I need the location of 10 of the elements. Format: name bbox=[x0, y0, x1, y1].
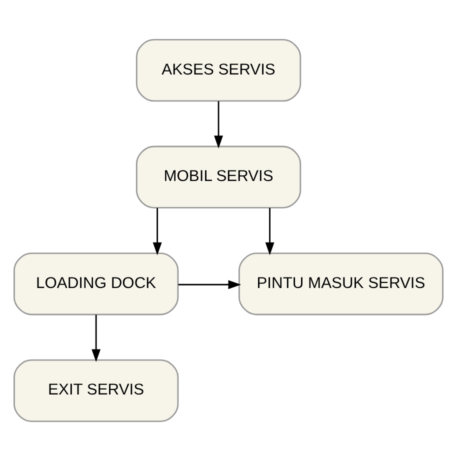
node-box: PINTU MASUK SERVIS bbox=[238, 252, 444, 315]
arrow bbox=[265, 208, 274, 255]
arrow bbox=[178, 280, 242, 289]
node-box: AKSES SERVIS bbox=[136, 38, 302, 102]
arrow bbox=[214, 100, 224, 148]
node-box: MOBIL SERVIS bbox=[136, 145, 302, 208]
arrow bbox=[152, 208, 162, 255]
arrow bbox=[92, 314, 101, 362]
node-box: EXIT SERVIS bbox=[13, 358, 179, 422]
node-box: LOADING DOCK bbox=[13, 252, 179, 315]
